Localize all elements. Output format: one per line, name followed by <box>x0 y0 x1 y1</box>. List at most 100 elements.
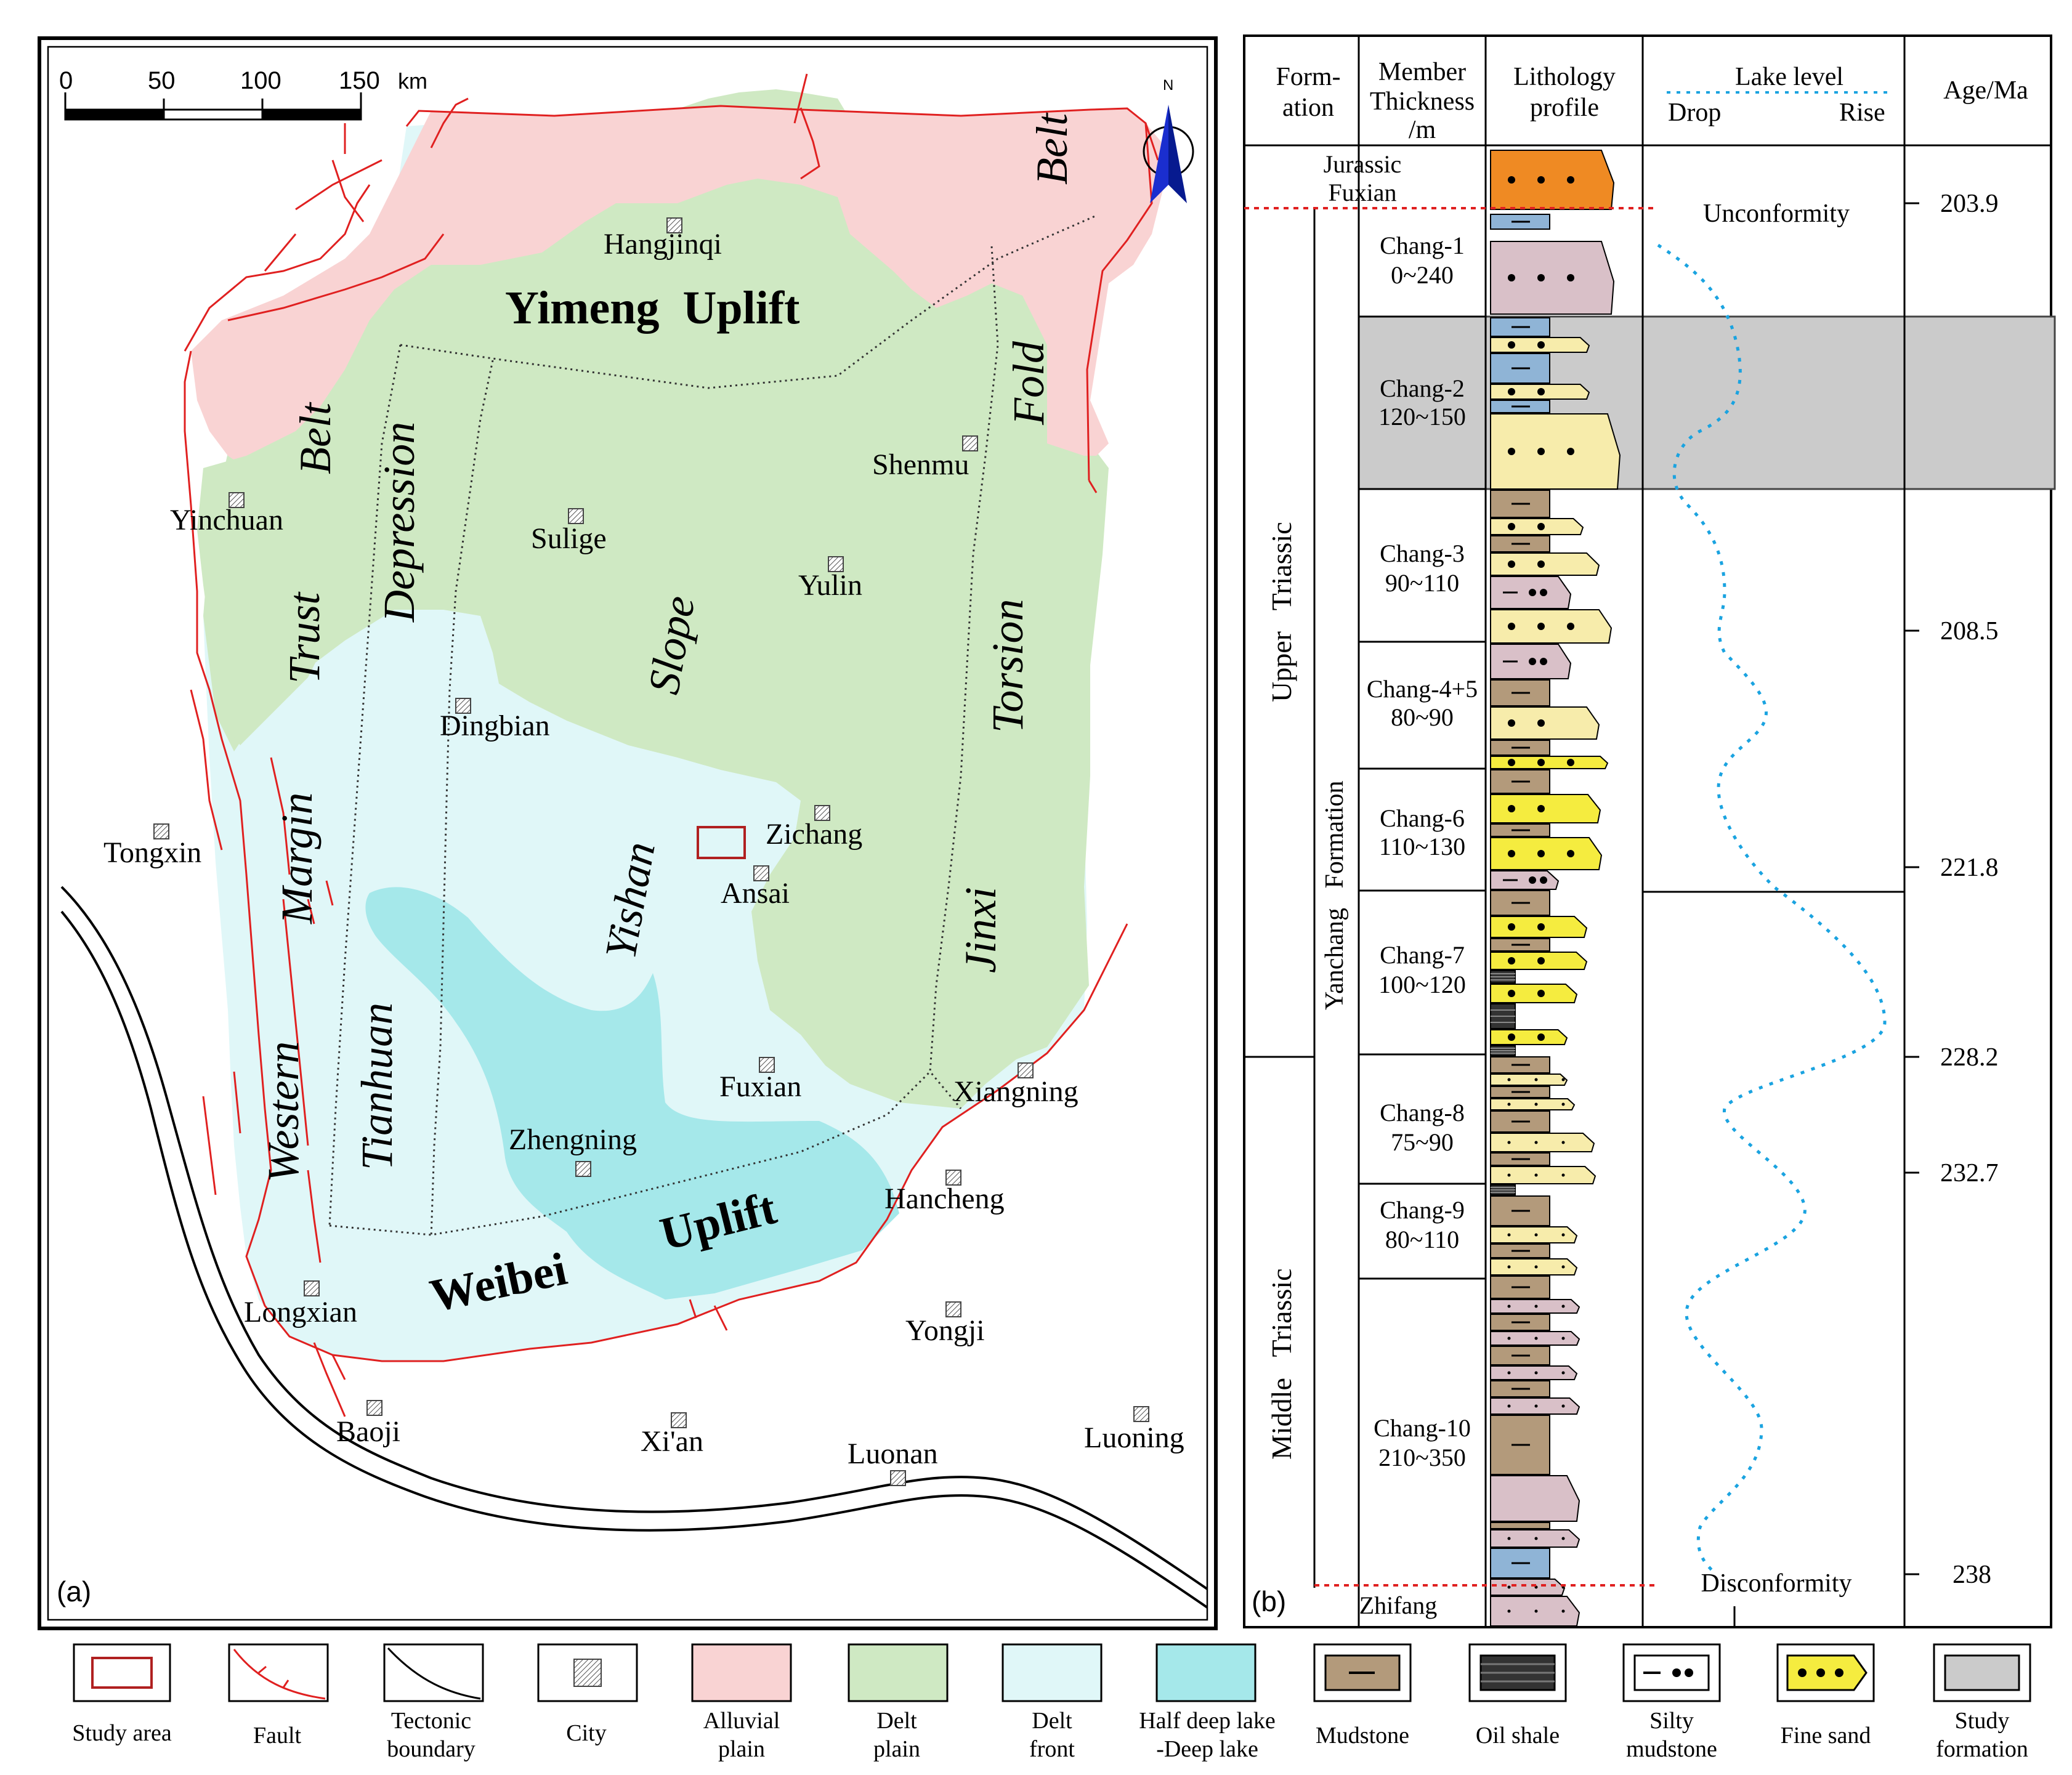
city-label: Yongji <box>905 1314 985 1347</box>
sand-dot <box>1561 1265 1565 1269</box>
lithology-bed <box>1490 1098 1576 1110</box>
member-name: Chang-9 <box>1380 1196 1465 1224</box>
legend-fault: Fault <box>228 1643 329 1749</box>
sand-dot <box>1508 523 1515 530</box>
lithology-bed <box>1490 756 1609 769</box>
sand-dot <box>1534 1304 1538 1308</box>
silt-dot <box>1540 589 1547 596</box>
legend-label: formation <box>1936 1736 2028 1762</box>
sand-dot <box>1537 1033 1545 1041</box>
sand-dot <box>1507 1078 1511 1082</box>
age-label: 203.9 <box>1940 190 1999 218</box>
legend-label: Study <box>1955 1708 2010 1734</box>
sand-dot <box>1561 1537 1565 1540</box>
header-drop: Drop <box>1668 99 1721 127</box>
sand-dot <box>1567 759 1574 766</box>
age-label: 228.2 <box>1940 1043 1999 1072</box>
legend: Study area Fault Tectonic boundary City … <box>72 1643 2031 1762</box>
lithology-bed <box>1490 1258 1578 1276</box>
sand-dot <box>1508 176 1515 184</box>
age-label: 208.5 <box>1940 617 1999 645</box>
lithology-bed <box>1490 984 1578 1003</box>
silt-dot <box>1529 589 1536 596</box>
lithology-bed <box>1490 609 1613 644</box>
legend-label: Mudstone <box>1316 1723 1409 1749</box>
region-label: Margin <box>272 793 322 924</box>
member-name: Chang-3 <box>1380 540 1465 567</box>
lithology-bed <box>1490 1475 1580 1522</box>
sand-dot <box>1561 1173 1565 1177</box>
deep-lake-area <box>365 887 899 1300</box>
scale-bar: 0 50 100 150 km <box>59 67 427 121</box>
legend-label: Study area <box>72 1720 172 1746</box>
sand-dot <box>1561 1233 1565 1237</box>
panel-a-label: (a) <box>57 1575 91 1607</box>
city-label: Dingbian <box>440 710 550 742</box>
lithology-bed <box>1490 1133 1595 1152</box>
header-formation-2: ation <box>1282 94 1334 122</box>
region-label: Western <box>259 1041 308 1183</box>
sand-dot <box>1507 1585 1511 1589</box>
sand-dot <box>1534 1609 1538 1613</box>
legend-label: Alluvial <box>703 1708 780 1734</box>
zhifang-label: Zhifang <box>1359 1591 1438 1619</box>
sand-dot <box>1534 1078 1538 1082</box>
delta-plain-area <box>203 89 1109 1109</box>
city-label: Tongxin <box>103 836 201 869</box>
city-label: Luoning <box>1084 1421 1184 1454</box>
sand-dot <box>1561 1609 1565 1613</box>
sand-dot <box>1537 448 1545 455</box>
member-thickness: 210~350 <box>1378 1444 1466 1471</box>
region-label: Belt <box>291 402 340 474</box>
legend-label: mudstone <box>1626 1736 1717 1762</box>
sand-dot <box>1561 1141 1565 1144</box>
city-label: Ansai <box>721 877 790 910</box>
sand-dot <box>1508 560 1515 568</box>
silt-dot <box>1540 876 1547 884</box>
lithology-bed <box>1490 1522 1550 1529</box>
sand-dot <box>1507 1304 1511 1308</box>
river <box>60 886 1208 1609</box>
sand-dot <box>1561 1371 1565 1375</box>
legend-label: City <box>566 1720 606 1746</box>
sand-dot <box>1561 1102 1565 1106</box>
column-headers: Form- ation Member Thickness /m Litholog… <box>1276 58 2029 144</box>
sand-dot <box>1507 1173 1511 1177</box>
header-age: Age/Ma <box>1943 76 2028 105</box>
member-name: Chang-4+5 <box>1367 675 1478 703</box>
lithology-bed <box>1490 1226 1578 1243</box>
sand-dot <box>1537 957 1545 964</box>
lithology-bed <box>1490 1073 1568 1086</box>
city-label: Xiangning <box>953 1075 1078 1108</box>
member-labels: Chang-1 0~240 Chang-2 120~150 Chang-3 90… <box>1367 232 1478 1471</box>
disconformity-label: Disconformity <box>1701 1569 1852 1598</box>
sand-dot <box>1507 1537 1511 1540</box>
legend-study-formation: Study formation <box>1933 1643 2031 1762</box>
lithology-bed <box>1490 413 1621 490</box>
map-panel: 0 50 100 150 km N <box>38 36 1218 1630</box>
north-arrow-icon: N <box>1143 77 1194 203</box>
header-rise: Rise <box>1839 99 1885 127</box>
header-lake-level: Lake level <box>1735 63 1843 91</box>
lithology-bed <box>1490 794 1601 823</box>
region-label: Trust <box>280 591 329 684</box>
scale-tick-50: 50 <box>148 67 176 94</box>
lithology-bed <box>1490 1579 1566 1596</box>
city-label: Longxian <box>244 1296 357 1328</box>
sand-dot <box>1537 274 1545 281</box>
lithology-bed <box>1490 1365 1578 1380</box>
header-member-1: Member <box>1378 58 1466 86</box>
lithology-bed <box>1490 1029 1568 1045</box>
jurassic-label: Jurassic <box>1324 150 1402 178</box>
region-label: Torsion <box>983 599 1032 733</box>
legend-label: Oil shale <box>1476 1723 1560 1749</box>
sand-dot <box>1537 341 1545 349</box>
member-thickness: 110~130 <box>1379 833 1465 860</box>
header-member-2: Thickness <box>1370 87 1475 116</box>
lithology-bed <box>1490 870 1560 890</box>
age-labels: 203.9 208.5 221.8 228.2 232.7 238 <box>1940 190 1999 1589</box>
region-label: Tianhuan <box>352 1003 402 1170</box>
city-label: Yulin <box>798 569 862 602</box>
sand-dot <box>1508 850 1515 857</box>
member-name: Chang-7 <box>1380 941 1465 969</box>
